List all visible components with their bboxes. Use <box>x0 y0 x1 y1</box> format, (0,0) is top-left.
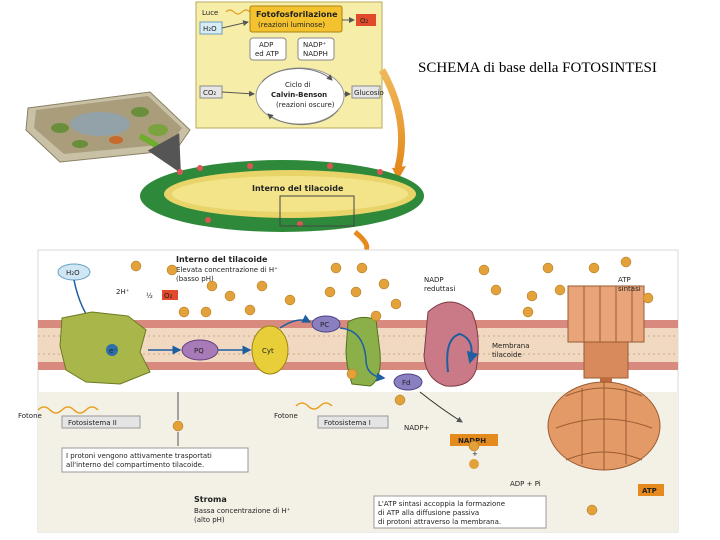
e-label: e⁻ <box>109 347 117 355</box>
note2-l1: L'ATP sintasi accoppia la formazione <box>378 500 505 508</box>
ps1-label-box <box>317 415 389 429</box>
photophos-title: Fotofosforilazione <box>256 10 338 19</box>
nadp-label: NADP⁺ <box>303 41 327 49</box>
stroma-l2: (alto pH) <box>194 516 225 524</box>
h2o-text: H₂O <box>66 269 80 277</box>
ps1-label: Fotosistema I <box>324 419 371 427</box>
fotone-2: Fotone <box>274 412 298 420</box>
arrow-icon-orange <box>378 68 406 169</box>
ps2-label: Fotosistema II <box>68 419 117 427</box>
calvin-2: Calvin-Benson <box>271 91 327 99</box>
interior-title: Interno del tilacoide <box>176 255 268 264</box>
half-label: ½ <box>146 292 153 300</box>
atp-text: ATP <box>642 487 657 495</box>
co2-label: CO₂ <box>203 89 216 97</box>
pq-text: PQ <box>194 347 204 355</box>
cytochrome <box>251 325 289 375</box>
top-summary-panel: Luce H₂O Fotofosforilazione (reazioni lu… <box>195 1 384 129</box>
nadph-label: NADPH <box>303 50 328 58</box>
fd-text: Fd <box>402 379 410 387</box>
adp-atp-box <box>249 37 287 61</box>
arrow-icon-orange-2 <box>353 230 370 252</box>
glucosio-box <box>351 85 381 99</box>
thylakoid-label: Interno del tilacoide <box>252 184 344 193</box>
pc-molecule <box>311 315 341 333</box>
adp2-label: ed ATP <box>255 50 279 58</box>
calvin-1: Ciclo di <box>285 81 311 89</box>
chloroplast-icon <box>140 160 424 232</box>
membrane-label-1: Membrana <box>492 342 530 350</box>
slide-title: SCHEMA di base della FOTOSINTESI <box>418 60 657 76</box>
note2-l2: di ATP alla diffusione passiva <box>378 509 479 517</box>
o2-text: O₂ <box>164 292 173 300</box>
o2-box <box>356 14 376 26</box>
proton-icon <box>469 459 479 469</box>
adp-pi: ADP + Pi <box>510 480 541 488</box>
stroma-l1: Bassa concentrazione di H⁺ <box>194 507 291 515</box>
stroma-title: Stroma <box>194 495 227 504</box>
o2-badge <box>162 290 178 300</box>
note1-l2: all'interno del compartimento tilacoide. <box>66 461 204 469</box>
photophos-box <box>249 5 343 33</box>
photon-wave-1 <box>37 406 99 414</box>
atp-syn2: sintasi <box>618 285 641 293</box>
photosystem-ii <box>59 311 151 385</box>
nadp-red1: NADP <box>424 276 444 284</box>
o2-label: O₂ <box>360 17 369 25</box>
light-wave-icon <box>225 9 251 15</box>
note1-l1: I protoni vengono attivamente trasportat… <box>66 452 212 460</box>
nadp-plus: NADP+ <box>404 424 430 432</box>
arrow-icon <box>138 133 181 174</box>
atp-badge <box>638 484 664 496</box>
cyt-text: Cyt <box>262 347 274 355</box>
calvin-cycle-circle <box>255 67 345 125</box>
glucosio-label: Glucosio <box>354 89 384 97</box>
nadp-reductase <box>423 301 479 387</box>
ps2-label-box <box>61 415 141 429</box>
note-proton-transport <box>61 447 249 473</box>
plus-sign: + <box>472 450 478 458</box>
nadp-red2: reduttasi <box>424 285 455 293</box>
interior-sub2: (basso pH) <box>176 275 214 283</box>
atp-synthase <box>547 285 661 471</box>
photophos-sub: (reazioni luminose) <box>258 21 325 29</box>
nadp-box <box>297 37 335 61</box>
note-atp-synthase <box>373 495 547 529</box>
h2o-label: H₂O <box>203 25 217 33</box>
membrane-label-2: tilacoide <box>492 351 522 359</box>
atp-syn1: ATP <box>618 276 631 284</box>
calvin-3: (reazioni oscure) <box>276 101 335 109</box>
fotone-1: Fotone <box>18 412 42 420</box>
luce-label: Luce <box>202 9 218 17</box>
note2-l3: di protoni attraverso la membrana. <box>378 518 501 526</box>
fd-molecule <box>393 373 423 391</box>
nadph-text: NADPH <box>458 437 486 445</box>
nadph-badge <box>450 434 498 446</box>
photon-wave-2 <box>295 402 333 410</box>
proton-badges <box>130 256 654 516</box>
adp-label: ADP <box>259 41 273 49</box>
interior-sub1: Elevata concentrazione di H⁺ <box>176 266 278 274</box>
pc-text: PC <box>320 321 329 329</box>
two-h-label: 2H⁺ <box>116 288 130 296</box>
